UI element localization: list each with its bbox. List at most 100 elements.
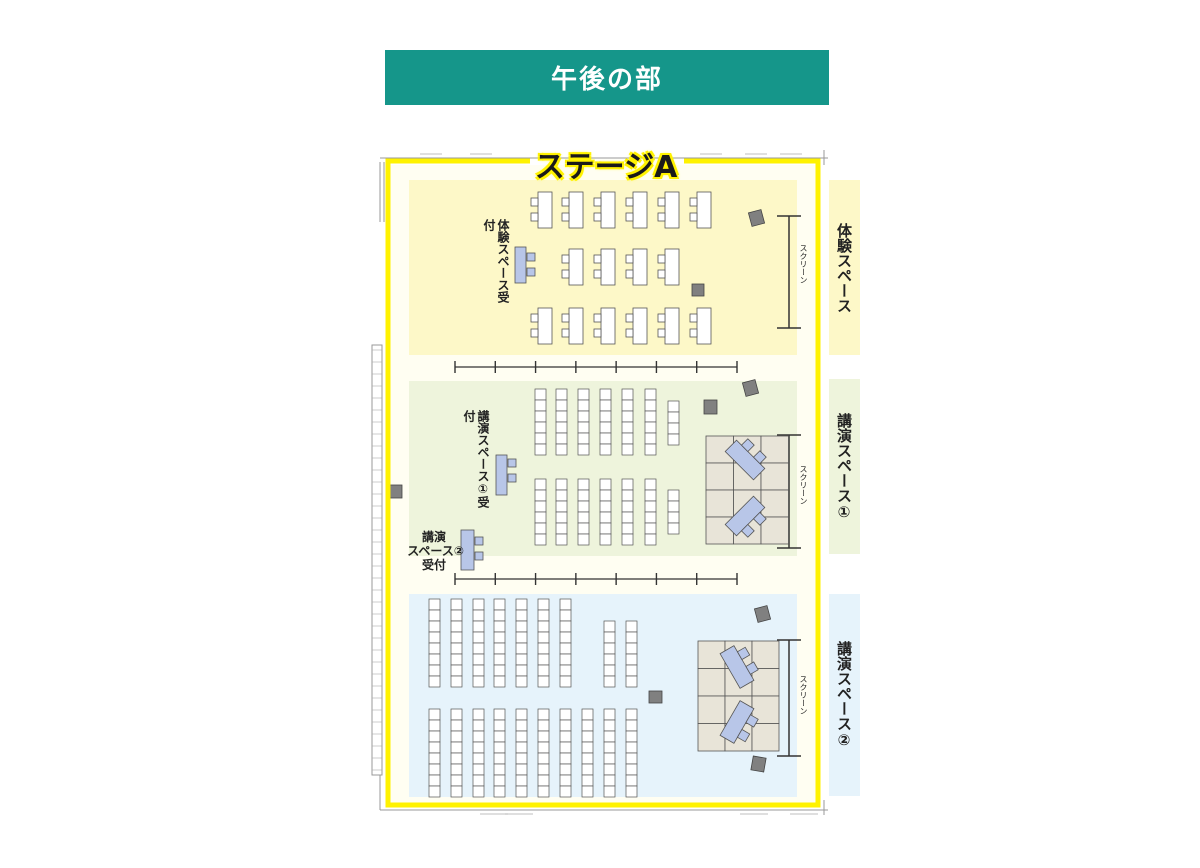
seat-column — [559, 598, 572, 688]
seat — [603, 719, 616, 732]
experience-desk — [593, 307, 616, 345]
seat-column — [515, 598, 528, 688]
seat-column — [472, 598, 485, 688]
seat — [534, 533, 547, 546]
seat-column — [555, 388, 568, 456]
seat — [515, 708, 528, 721]
seat-column — [621, 478, 634, 546]
speaker-desk — [724, 495, 767, 538]
seat — [603, 653, 616, 666]
seat — [625, 631, 638, 644]
desk-chair — [530, 328, 539, 338]
seat — [644, 478, 657, 491]
desk-chair — [625, 254, 634, 264]
seat — [581, 774, 594, 787]
seat — [515, 642, 528, 655]
seat-column — [515, 708, 528, 798]
seat — [559, 675, 572, 688]
seat — [577, 533, 590, 546]
seat — [599, 399, 612, 412]
speaker-chair — [752, 511, 767, 526]
seat — [428, 774, 441, 787]
desk-table — [537, 307, 553, 345]
seat — [515, 763, 528, 776]
seat-column — [450, 708, 463, 798]
seat — [667, 400, 680, 413]
speaker-desk — [719, 700, 759, 744]
seat — [603, 675, 616, 688]
seat — [577, 511, 590, 524]
seat — [621, 421, 634, 434]
desk-table — [696, 191, 712, 229]
experience-desk — [593, 191, 616, 229]
reception-table — [514, 246, 527, 284]
seat-column — [428, 598, 441, 688]
seat — [621, 399, 634, 412]
seat — [599, 500, 612, 513]
seat — [450, 609, 463, 622]
zone-tab-experience — [829, 180, 860, 355]
equipment-box — [703, 399, 718, 415]
speaker-chair — [740, 438, 755, 453]
speaker-chair — [740, 523, 755, 538]
seat — [537, 763, 550, 776]
seat — [644, 432, 657, 445]
desk-chair — [593, 254, 602, 264]
seat-column — [644, 388, 657, 456]
seat — [555, 410, 568, 423]
speaker-chair — [736, 728, 751, 743]
seat-column — [559, 708, 572, 798]
seat — [534, 388, 547, 401]
seat — [450, 620, 463, 633]
speaker-table — [719, 700, 755, 744]
seat-column — [537, 708, 550, 798]
seat — [621, 388, 634, 401]
seat — [515, 752, 528, 765]
seat — [621, 410, 634, 423]
seat — [581, 741, 594, 754]
desk-table — [696, 307, 712, 345]
seat — [472, 708, 485, 721]
equipment-box — [750, 755, 767, 773]
reception-desk — [460, 529, 484, 571]
desk-chair — [561, 212, 570, 222]
equipment-box — [753, 605, 772, 623]
desk-chair — [657, 269, 666, 279]
seat — [603, 785, 616, 798]
stage-title: ステージA — [534, 150, 678, 185]
seat — [472, 620, 485, 633]
seat — [537, 675, 550, 688]
seat — [537, 785, 550, 798]
seat — [428, 785, 441, 798]
reception-chair — [474, 536, 484, 546]
seat — [428, 741, 441, 754]
seat — [599, 432, 612, 445]
reception-chair — [526, 252, 536, 262]
seat — [559, 631, 572, 644]
seat — [577, 421, 590, 434]
seat — [472, 664, 485, 677]
seat — [621, 432, 634, 445]
seat — [537, 620, 550, 633]
desk-chair — [561, 313, 570, 323]
seat — [450, 653, 463, 666]
seat — [625, 708, 638, 721]
seat — [493, 675, 506, 688]
experience-desk — [657, 191, 680, 229]
seat — [555, 421, 568, 434]
stage-border — [385, 158, 821, 808]
zone-tab-lecture2 — [829, 594, 860, 796]
seat — [644, 489, 657, 502]
seat-column — [450, 598, 463, 688]
desk-chair — [561, 197, 570, 207]
seat — [472, 653, 485, 666]
seat — [493, 598, 506, 611]
seat — [537, 609, 550, 622]
seat — [644, 410, 657, 423]
seat — [450, 708, 463, 721]
desk-chair — [657, 197, 666, 207]
seat — [599, 522, 612, 535]
desk-chair — [625, 313, 634, 323]
speaker-desk — [719, 645, 759, 689]
stage-border-line — [385, 158, 821, 808]
